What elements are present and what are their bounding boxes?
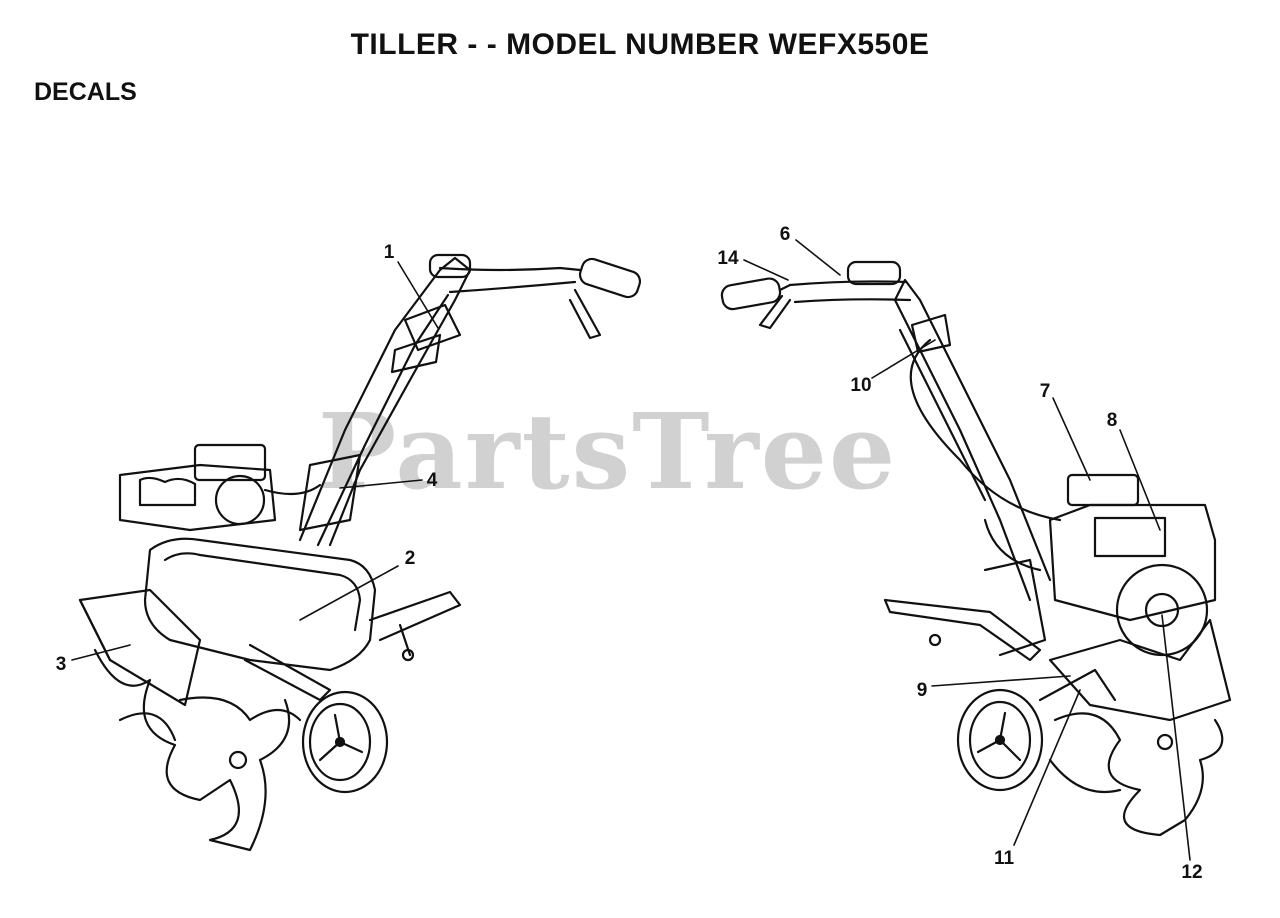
callout-8: 8: [1107, 410, 1118, 431]
watermark: PartsTree: [318, 390, 898, 513]
callout-12: 12: [1181, 862, 1202, 883]
callout-1: 1: [384, 242, 395, 263]
callout-4: 4: [427, 470, 438, 491]
right-tiller: [720, 260, 1232, 837]
section-label: DECALS: [34, 78, 137, 106]
callout-6: 6: [780, 224, 791, 245]
callout-3: 3: [56, 654, 67, 675]
callout-14: 14: [717, 248, 739, 269]
leader-lines: [71, 239, 1191, 861]
callout-2: 2: [405, 548, 416, 569]
page-title: TILLER - - MODEL NUMBER WEFX550E: [350, 28, 930, 61]
callout-7: 7: [1040, 381, 1051, 402]
left-tiller: [78, 253, 642, 852]
callout-10: 10: [850, 375, 871, 396]
callout-11: 11: [994, 848, 1015, 869]
callout-9: 9: [917, 680, 928, 701]
